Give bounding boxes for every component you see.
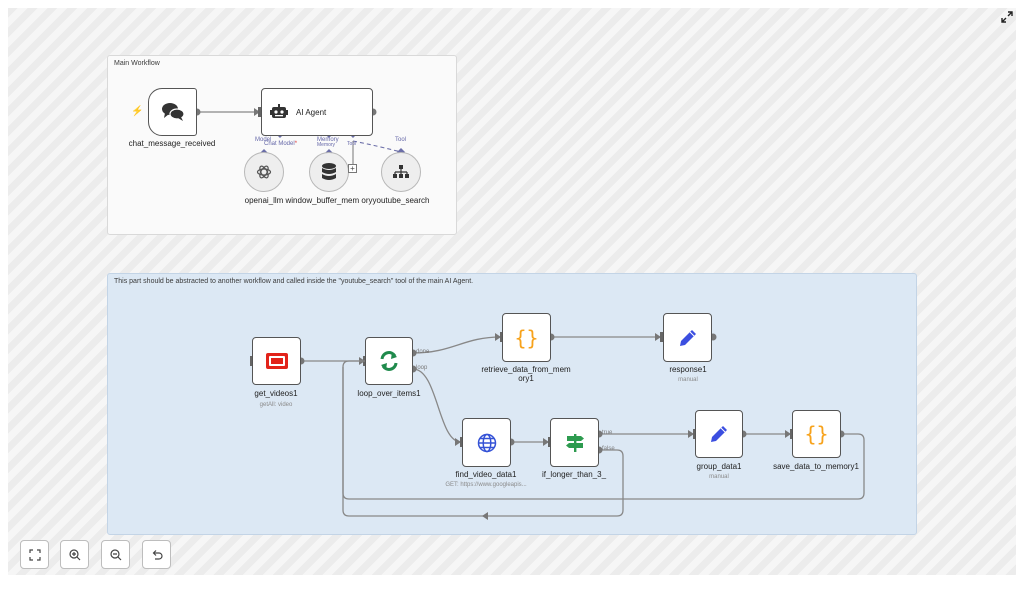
node-subtitle: GET: https://www.googleapis...	[445, 482, 527, 488]
reset-zoom-button[interactable]	[142, 540, 171, 569]
node-title: if_longer_than_3_	[541, 470, 607, 479]
node-get-videos[interactable]	[252, 337, 301, 385]
add-tool-button[interactable]: +	[348, 164, 357, 173]
port-label-false: false	[602, 446, 615, 452]
pencil-icon	[679, 329, 696, 346]
workflow-canvas[interactable]: Main Workflow This part should be abstra…	[8, 8, 1016, 575]
sitemap-icon	[393, 165, 409, 178]
node-title: group_data1	[696, 462, 742, 471]
node-title: chat_message_received	[128, 139, 216, 148]
code-braces-icon: {}	[804, 422, 829, 446]
chat-bubbles-icon	[161, 103, 184, 121]
signpost-icon	[565, 433, 584, 452]
sticky-note-text: This part should be abstracted to anothe…	[114, 278, 474, 285]
node-subtitle: manual	[709, 474, 729, 480]
pencil-icon	[711, 426, 727, 442]
node-title: retrieve_data_from_mem ory1	[481, 365, 571, 383]
connection-loop-loop	[412, 368, 462, 443]
fit-view-button[interactable]	[20, 540, 49, 569]
node-group-data[interactable]	[695, 410, 743, 458]
sync-icon	[380, 351, 398, 371]
node-title: response1	[669, 365, 707, 374]
port-label-done: done	[416, 349, 430, 355]
sticky-note-main-workflow[interactable]: Main Workflow	[107, 55, 457, 235]
connection-save-loop	[342, 360, 865, 500]
port-label-tool-port: Tool	[347, 141, 357, 147]
node-title: loop_over_items1	[357, 389, 421, 398]
openai-icon	[256, 165, 272, 179]
node-title: youtube_search	[372, 196, 430, 205]
youtube-icon	[265, 353, 288, 369]
node-find-video-data[interactable]	[462, 418, 511, 467]
port-label-memory: Memory	[317, 137, 339, 143]
node-openai-llm[interactable]	[244, 152, 284, 192]
node-youtube-search[interactable]	[381, 152, 421, 192]
node-subtitle: manual	[678, 377, 698, 383]
node-save-data-to-memory[interactable]: {}	[792, 410, 841, 458]
code-braces-icon: {}	[514, 325, 539, 350]
node-title: AI Agent	[296, 107, 327, 117]
node-title: save_data_to_memory1	[773, 462, 859, 471]
node-title: openai_llm	[244, 196, 284, 205]
connection-loop-done	[412, 336, 502, 354]
zoom-in-button[interactable]	[60, 540, 89, 569]
port-label-loop: loop	[416, 365, 428, 371]
zoom-out-icon	[109, 548, 121, 560]
robot-icon	[270, 104, 288, 118]
sticky-note-text: Main Workflow	[114, 60, 160, 67]
connection-tool-agent	[352, 140, 402, 153]
node-chat-message-received[interactable]	[148, 88, 197, 136]
node-ai-agent[interactable]: AI Agent	[261, 88, 373, 136]
trigger-bolt-icon: ⚡	[131, 106, 144, 117]
fullscreen-button[interactable]	[1000, 10, 1014, 24]
expand-icon	[1001, 11, 1013, 23]
node-loop-over-items[interactable]	[365, 337, 413, 385]
fit-view-icon	[28, 548, 41, 561]
undo-icon	[152, 549, 163, 560]
globe-icon	[477, 433, 496, 452]
port-label-model: Model	[255, 137, 272, 143]
node-if-longer-than-3[interactable]	[550, 418, 599, 467]
node-window-buffer-memory[interactable]	[309, 152, 349, 192]
node-title: get_videos1	[254, 389, 298, 398]
node-title: window_buffer_mem ory	[285, 196, 373, 205]
node-response[interactable]	[663, 313, 712, 362]
node-retrieve-data-from-memory[interactable]: {}	[502, 313, 551, 362]
port-label-tool: Tool	[395, 137, 407, 143]
node-title: find_video_data1	[455, 470, 517, 479]
port-label-chat-model: Chat Model*	[264, 141, 298, 147]
port-label-true: true	[602, 430, 613, 436]
database-icon	[322, 163, 336, 180]
port-label-memory-port: Memory	[317, 142, 336, 148]
connection-if-false	[342, 367, 624, 517]
zoom-in-icon	[68, 548, 80, 560]
node-subtitle: getAll: video	[259, 402, 293, 408]
zoom-out-button[interactable]	[101, 540, 130, 569]
